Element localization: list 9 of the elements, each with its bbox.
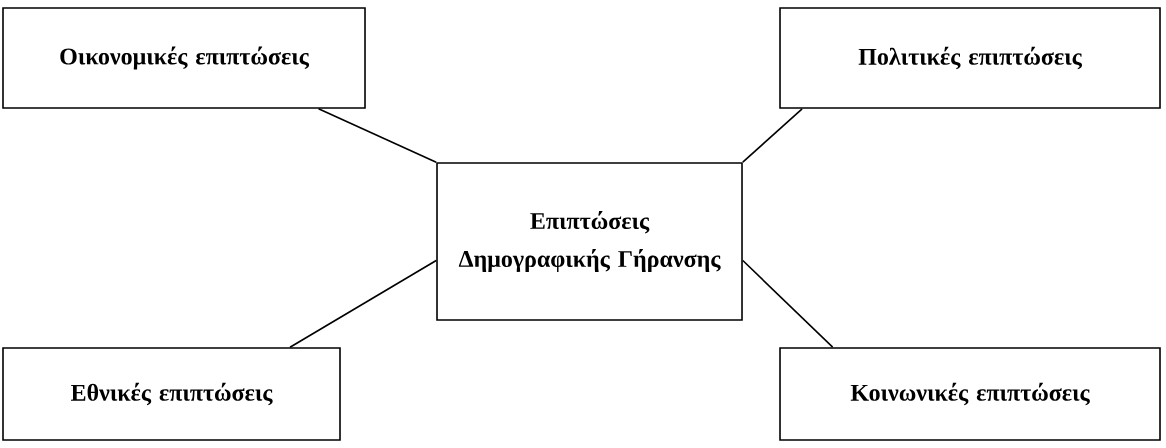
topic-box: Πολιτικές επιπτώσεις	[779, 7, 1161, 109]
connector-line	[742, 108, 803, 163]
connector-line	[742, 259, 834, 348]
topic-box: Οικονομικές επιπτώσεις	[2, 7, 366, 109]
connector-line	[289, 259, 437, 348]
connector-line	[317, 108, 437, 163]
title-box: Επιπτώσεις Δημογραφικής Γήρανσης	[436, 162, 743, 321]
topic-box: Κοινωνικές επιπτώσεις	[779, 347, 1161, 441]
topic-box: Εθνικές επιπτώσεις	[2, 347, 341, 441]
